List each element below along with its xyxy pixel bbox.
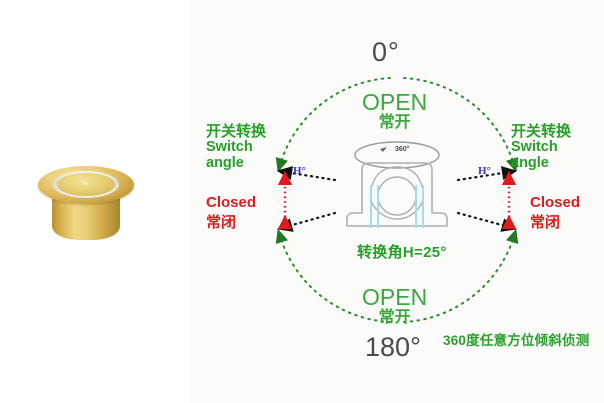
conversion-angle-label: 转换角H=25° <box>357 244 447 261</box>
arc-top-right <box>403 77 519 173</box>
brass-tilt-sensor-photo <box>38 152 134 252</box>
sensor-housing-outline <box>346 162 448 227</box>
sensor-ball <box>377 176 417 216</box>
open-top-cn: 常开 <box>378 113 411 131</box>
tagline-label: 360度任意方位倾斜侦测 <box>443 333 590 348</box>
open-bottom-en: OPEN <box>362 284 428 310</box>
switch-angle-right-cn: 开关转换 <box>511 123 572 140</box>
ray-left-upper <box>276 166 337 182</box>
open-zone-bottom: OPEN 常开 <box>362 285 427 326</box>
closed-right-cn: 常闭 <box>530 214 561 232</box>
angle-top-value: 0 <box>372 37 389 67</box>
switch-angle-label-right: 开关转换 Switch angle <box>511 123 572 172</box>
angle-bottom-value: 180 <box>365 332 411 362</box>
arc-bottom-right <box>403 228 519 323</box>
rotation-arrow-head <box>380 147 387 152</box>
arc-bottom-left <box>275 228 391 323</box>
switch-angle-right-en2: angle <box>511 154 549 171</box>
tilt-diagram-panel: 360° 0° 180° OPEN 常开 OPEN 常开 开关转换 Switch… <box>190 0 604 403</box>
sensor-cap-highlight <box>83 182 87 185</box>
angle-bottom-label: 180° <box>365 332 421 362</box>
open-top-en: OPEN <box>362 89 428 115</box>
closed-label-right: Closed 常闭 <box>530 194 581 232</box>
angle-bottom-unit: ° <box>410 332 421 362</box>
switch-angle-label-left: 开关转换 Switch angle <box>206 123 267 172</box>
switch-angle-left-cn: 开关转换 <box>206 123 267 140</box>
open-zone-top: OPEN 常开 <box>362 90 427 131</box>
rotation-label: 360° <box>395 146 410 153</box>
h-angle-label-left: H° <box>293 165 306 177</box>
closed-left-en: Closed <box>206 194 257 211</box>
angle-top-label: 0° <box>372 37 400 67</box>
diagram-svg <box>275 77 519 323</box>
sensor-chamber-outline <box>369 166 425 220</box>
arc-top-left <box>275 77 391 173</box>
h-angle-label-right: H° <box>478 165 491 177</box>
switch-angle-right-en1: Switch <box>511 139 558 156</box>
switch-angle-left-en1: Switch <box>206 139 253 156</box>
rotation-ellipse <box>354 141 440 169</box>
ray-left-lower <box>276 211 337 232</box>
closed-label-left: Closed 常闭 <box>206 194 257 232</box>
closed-left-cn: 常闭 <box>206 214 237 232</box>
product-photo-panel <box>0 0 190 403</box>
angle-top-unit: ° <box>388 37 400 67</box>
open-bottom-cn: 常开 <box>378 308 411 326</box>
closed-right-en: Closed <box>530 194 581 211</box>
ray-right-lower <box>456 211 518 232</box>
switch-angle-left-en2: angle <box>206 154 244 171</box>
